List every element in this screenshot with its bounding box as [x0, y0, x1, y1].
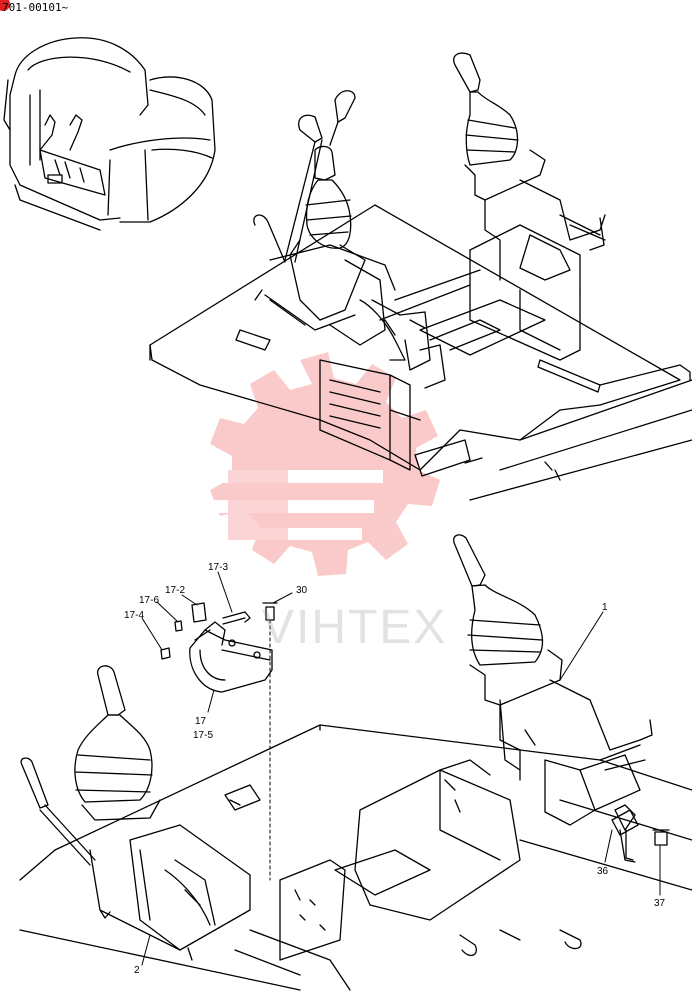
callout-17-4: 17-4 — [124, 610, 145, 621]
watermark-gear-logo — [208, 352, 440, 576]
serial-range-label: 701-00101~ — [0, 0, 69, 14]
callout-17-5: 17-5 — [193, 730, 214, 741]
callout-2: 2 — [134, 965, 140, 976]
callout-17-3: 17-3 — [208, 562, 229, 573]
upper-console-assembly — [149, 52, 692, 501]
callout-36: 36 — [597, 866, 609, 877]
marker-dot — [0, 0, 10, 11]
callout-17-2: 17-2 — [165, 585, 186, 596]
leader-lines — [141, 571, 661, 966]
lower-console-assembly — [19, 534, 692, 991]
watermark-text: VIHTEX — [262, 601, 448, 654]
callout-30: 30 — [296, 585, 308, 596]
callout-17-6: 17-6 — [139, 595, 160, 606]
callout-1: 1 — [602, 602, 608, 613]
callout-17: 17 — [195, 716, 207, 727]
callout-37: 37 — [654, 898, 666, 909]
cab-overview-thumbnail — [3, 37, 216, 231]
serial-text: 701-00101~ — [2, 1, 69, 14]
